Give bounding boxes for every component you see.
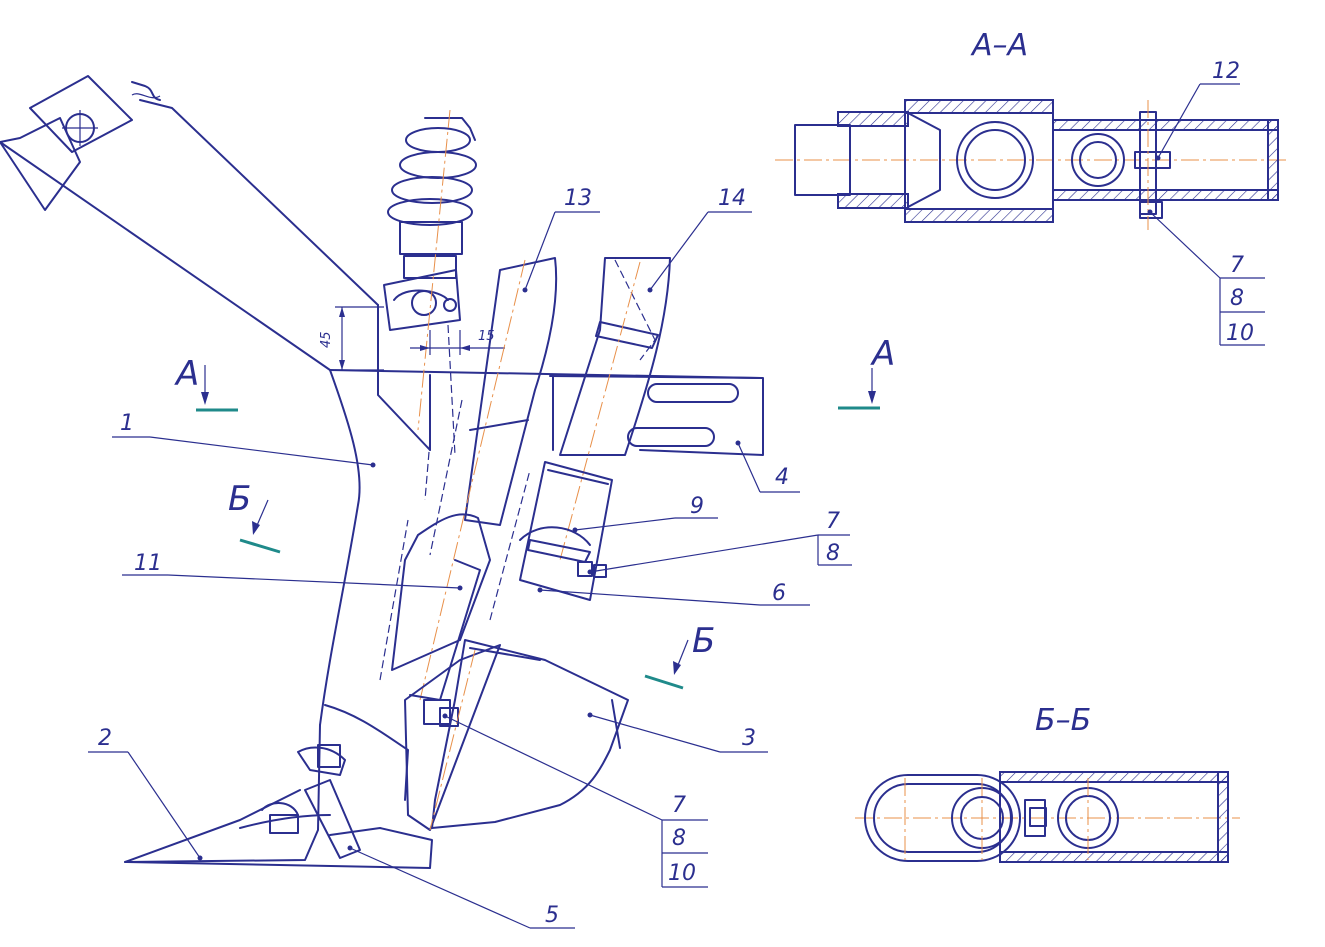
callout-12: 12 [1155,59,1240,161]
part-6-tube [489,461,613,621]
part-14-tube [559,257,671,561]
part-13-tube [419,257,558,701]
section-a-a: А–А 12 7 [775,28,1290,346]
callout-14: 14 [647,186,752,293]
callout-3: 3 [587,712,768,753]
section-mark-b-left: Б [228,479,281,554]
dimension-45-label: 45 [319,331,334,348]
callout-4: 4 [735,440,800,493]
callout-5: 5 [347,845,575,929]
callout-7-8-mid: 7 8 [587,509,852,575]
section-mark-a-left: А [174,354,238,412]
section-b-b-title: Б–Б [1035,703,1091,738]
callout-3-label: 3 [742,726,756,751]
callout-2: 2 [88,726,203,861]
callout-8-bottom-label: 8 [672,826,686,851]
section-mark-b-right: Б [644,621,715,690]
section-mark-b-right-letter: Б [692,621,715,661]
callout-1-label: 1 [120,411,134,436]
callout-13: 13 [522,186,600,293]
callout-14-label: 14 [718,186,746,211]
dimension-45: 45 [319,306,384,371]
callout-12-label: 12 [1212,59,1240,84]
callout-7-bottom-label: 7 [672,793,686,818]
callout-10-aa-label: 10 [1226,321,1254,346]
callout-4-label: 4 [775,465,789,490]
callout-7-8-10-aa: 7 8 10 [1147,209,1265,346]
part-4-plate [549,375,764,456]
section-mark-a-right-letter: А [870,334,895,374]
section-mark-a-right: А [838,334,895,410]
callout-7-aa-label: 7 [1230,253,1244,278]
section-a-a-title: А–А [970,28,1028,63]
callout-13-label: 13 [564,186,592,211]
callout-9: 9 [572,494,718,533]
section-mark-b-left-letter: Б [228,479,251,519]
callout-9-label: 9 [690,494,704,519]
callout-8-mid-label: 8 [826,541,840,566]
part-1-shank [0,99,761,726]
callout-10-bottom-label: 10 [668,861,696,886]
spring-assembly [383,109,477,501]
callout-2-label: 2 [98,726,112,751]
section-b-b: Б–Б [855,703,1240,863]
callout-5-label: 5 [545,903,559,928]
callout-8-aa-label: 8 [1230,286,1244,311]
part-5-bolts [261,744,361,859]
callout-11: 11 [122,551,463,591]
callout-7-8-10-bottom: 7 8 10 [442,713,708,888]
part-11-body [379,513,491,701]
mounting-bracket [0,75,161,211]
part-3-shield [404,639,629,831]
callout-6: 6 [537,581,810,606]
section-mark-a-left-letter: А [174,354,199,394]
callout-11-label: 11 [134,551,162,576]
callout-1: 1 [112,411,376,468]
main-view: 45 1 5 [0,75,895,929]
callout-6-label: 6 [772,581,786,606]
callout-7-mid-label: 7 [826,509,840,534]
part-2-share [124,704,433,869]
